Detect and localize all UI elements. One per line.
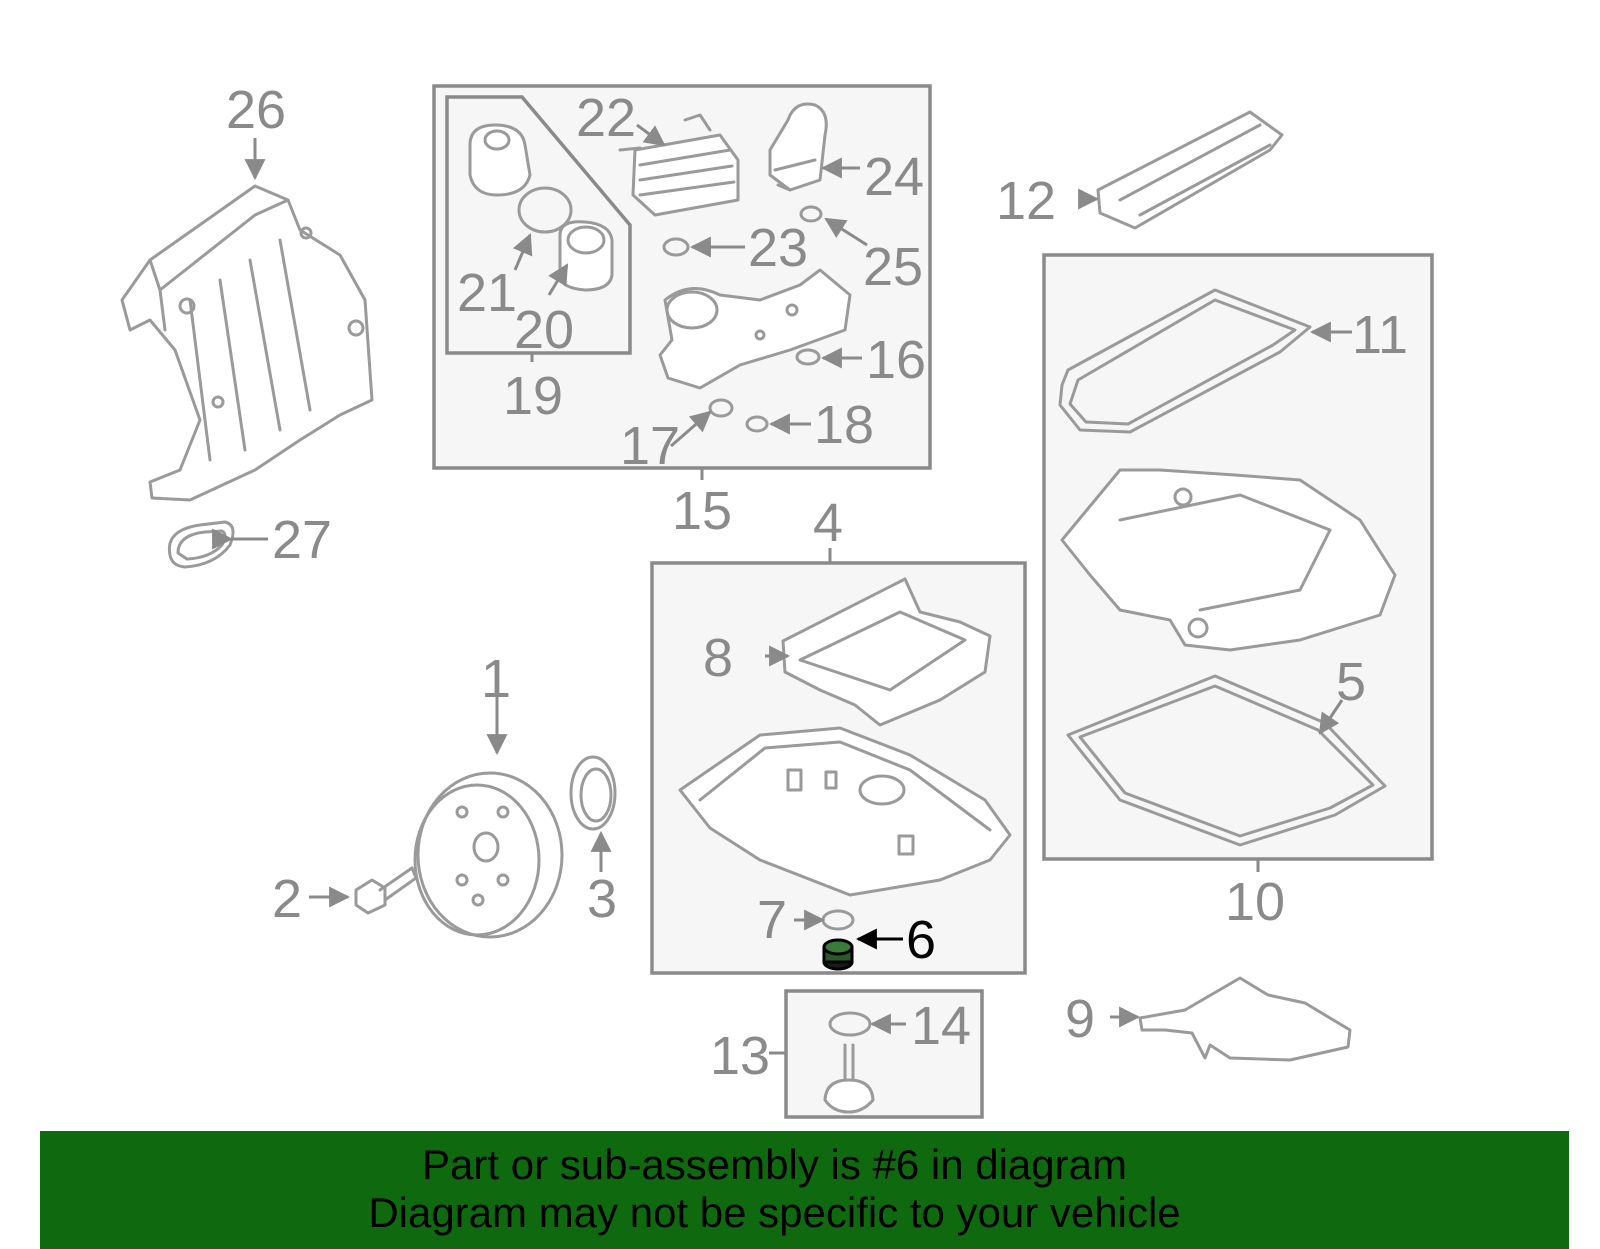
banner-line-part-number: Part or sub-assembly is #6 in diagram	[422, 1141, 1127, 1188]
parts-diagram: 26 27 1 2 3 4 5 6 7 8 9 10 11 12 13 14 1…	[120, 80, 1434, 1119]
baffle-8-part	[781, 577, 992, 727]
gasket-5-part	[1066, 674, 1387, 847]
callout-14: 14	[911, 996, 971, 1056]
callout-19: 19	[503, 366, 563, 426]
callout-8: 8	[703, 628, 733, 688]
callout-20: 20	[514, 300, 574, 360]
callout-27: 27	[272, 510, 332, 570]
oil-filter-housing-part	[658, 268, 852, 390]
oil-pan-lower-part	[678, 726, 1012, 897]
callout-11: 11	[1352, 305, 1408, 365]
callout-9: 9	[1065, 989, 1095, 1049]
bolt-2-part	[354, 866, 418, 915]
oil-valve-part	[768, 102, 828, 192]
callout-25: 25	[863, 237, 923, 297]
callout-15: 15	[672, 481, 732, 541]
oil-filter-cap-part	[468, 123, 532, 197]
callout-21: 21	[457, 263, 517, 323]
drain-plug-6-part	[822, 938, 854, 971]
callout-10: 10	[1225, 872, 1285, 932]
callout-17: 17	[620, 416, 680, 476]
gasket-11-part	[1058, 288, 1312, 434]
callout-22: 22	[576, 88, 636, 148]
manifold-gasket-part	[167, 520, 235, 569]
callout-13: 13	[710, 1026, 770, 1086]
callout-26: 26	[226, 80, 286, 140]
callout-18: 18	[814, 395, 874, 455]
info-banner: Part or sub-assembly is #6 in diagram Di…	[40, 1131, 1569, 1249]
callout-12: 12	[996, 171, 1056, 231]
callout-23: 23	[748, 218, 808, 278]
callout-24: 24	[864, 147, 924, 207]
cover-12-part	[1096, 110, 1284, 230]
dipstick-13-part	[823, 1043, 875, 1114]
oil-cooler-part	[618, 113, 740, 217]
banner-line-disclaimer: Diagram may not be specific to your vehi…	[368, 1189, 1181, 1236]
oil-filter-element-part	[558, 220, 614, 292]
callout-7: 7	[757, 890, 787, 950]
shield-9-part	[1138, 976, 1352, 1062]
o-ring-16-part	[795, 348, 821, 366]
callout-16: 16	[866, 330, 926, 390]
callout-4: 4	[813, 493, 843, 553]
callout-3: 3	[587, 869, 617, 929]
filter-o-ring-part	[517, 186, 573, 234]
intake-manifold-part	[120, 184, 374, 502]
callout-5: 5	[1336, 652, 1366, 712]
seal-3-part	[569, 755, 617, 831]
callout-6: 6	[906, 910, 936, 970]
o-ring-25-part	[799, 205, 823, 223]
callout-1: 1	[481, 649, 511, 709]
oil-pan-upper-part	[1060, 468, 1397, 652]
o-ring-18-part	[745, 415, 769, 433]
pulley-part	[413, 771, 564, 939]
o-ring-23-part	[662, 237, 690, 257]
o-ring-17-part	[708, 398, 734, 418]
callout-2: 2	[272, 869, 302, 929]
group-box-13	[784, 989, 984, 1119]
